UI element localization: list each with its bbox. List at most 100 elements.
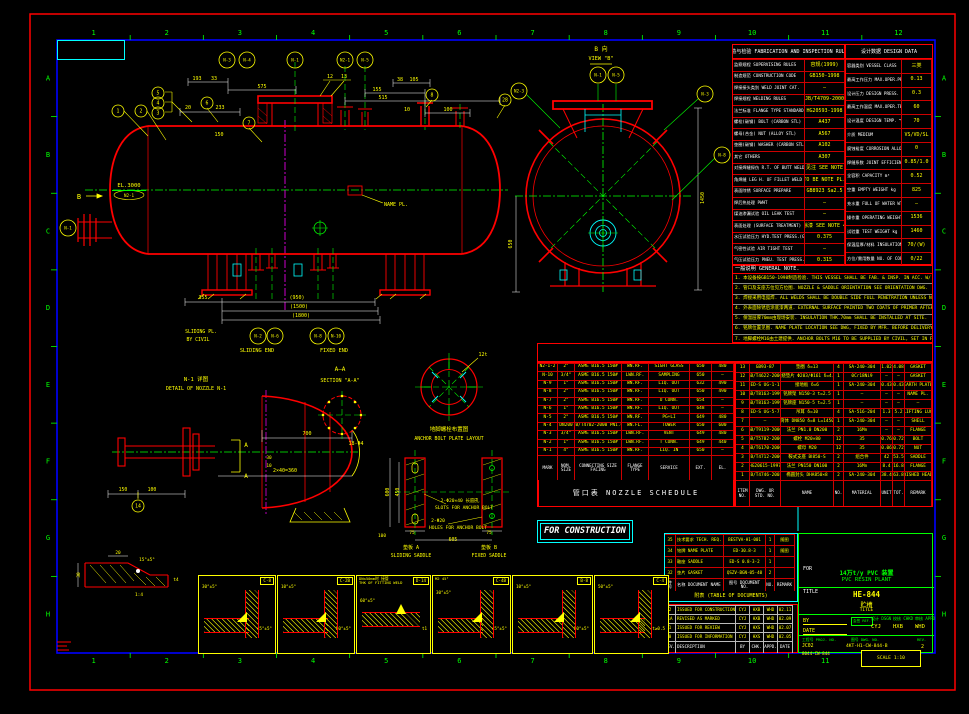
table-cell: ASME B16.5 150# xyxy=(575,413,622,422)
balloon-callout: N-6 xyxy=(266,327,284,345)
table-cell: GB93-87 xyxy=(750,363,781,372)
zone-label: 4 xyxy=(311,657,315,665)
table-cell: — xyxy=(805,197,845,209)
proj-no-value: JC02 xyxy=(802,644,814,649)
table-cell: 对接焊缝探伤 R.T. OF BUTT WELD xyxy=(733,162,805,174)
table-cell: 吊耳 δ=10 xyxy=(781,408,834,417)
annotation-text: N-1 详图 xyxy=(184,375,209,383)
table-cell: WN.RF. xyxy=(622,396,649,405)
table-row: 最高工作压力 MAX.OPER.PRESS. MPa(G)0.13 xyxy=(846,72,932,87)
table-cell: 53.5 xyxy=(893,453,905,462)
parts-header-total-wt: TOT. xyxy=(893,480,905,506)
table-cell: GB/T8163-1999 xyxy=(750,399,781,408)
table-cell: ISSUED FOR REVIEW xyxy=(676,623,736,632)
balloon-callout: N-3 xyxy=(218,51,236,69)
zone-label: C xyxy=(942,228,946,236)
table-cell: BOLT xyxy=(905,435,932,444)
table-cell: 2 xyxy=(834,453,844,462)
balloon-callout: 5 xyxy=(151,86,165,100)
balloon-callout: N-10 xyxy=(327,327,345,345)
table-cell: LWN.RF. xyxy=(622,371,649,380)
table-cell: 11 xyxy=(736,381,750,390)
table-cell: 632 xyxy=(690,379,712,389)
table-cell: 1 xyxy=(736,471,750,480)
table-cell: 0.85/1.0 xyxy=(902,155,932,170)
dwg-no-label: 图号 DWG. NO. xyxy=(851,637,880,642)
rev-header-chk: CHK. xyxy=(750,641,764,653)
table-cell: 34 xyxy=(665,545,676,556)
table-cell: WN.FL. xyxy=(622,421,649,431)
zone-label: E xyxy=(46,381,50,389)
table-cell: 1 xyxy=(834,417,844,426)
table-cell: 1 xyxy=(834,390,844,399)
weld-angle: 45°±5° xyxy=(491,626,507,631)
table-cell: 60 xyxy=(902,100,932,115)
table-cell: 16Mn xyxy=(844,426,881,435)
table-cell: CYJ xyxy=(736,632,750,641)
table-cell: LIQ. OUT xyxy=(649,379,690,389)
zone-label: 1 xyxy=(91,657,95,665)
table-cell: 02.09 xyxy=(778,614,793,623)
rev-header-date: DATE xyxy=(778,641,793,653)
table-cell: 649 xyxy=(690,413,712,422)
annotation-text: EL.3000 xyxy=(117,183,140,189)
table-cell: 13 xyxy=(736,363,750,372)
table-cell: HXB xyxy=(750,605,764,614)
annotation-text: 515 xyxy=(378,95,387,101)
table-cell xyxy=(775,567,795,578)
table-cell: 650 xyxy=(690,446,712,456)
dwg-no-value: 4KT-H1-CW-844-B xyxy=(846,644,888,649)
table-cell: 涂漆 SEE NOTE 4 xyxy=(805,220,845,232)
table-cell: 1.02 xyxy=(881,363,893,372)
table-cell: 0.315 xyxy=(805,254,845,266)
table-cell: — xyxy=(902,196,932,211)
designer-role: 设计 DSGN xyxy=(871,616,892,621)
note-item: 2. 管口及支座方位见方位图. NOZZLE & SADDLE ORIENTAT… xyxy=(733,284,932,295)
table-cell: 焊接规程 WELDING RULES xyxy=(733,93,805,105)
table-cell: 8 xyxy=(736,408,750,417)
table-cell xyxy=(775,556,795,567)
design-data-header: 设计数据 DESIGN DATA xyxy=(846,45,932,59)
table-row: 腐蚀裕度 CORROSION ALLOWANCE mm0 xyxy=(846,141,932,156)
table-cell: LIQ. OUT xyxy=(649,388,690,397)
table-cell: 480 xyxy=(712,363,734,372)
zone-label: G xyxy=(46,534,50,542)
table-cell: 70/(W) xyxy=(902,238,932,253)
table-cell: 垫片 GASKET xyxy=(676,567,724,578)
table-cell: 12 xyxy=(834,444,844,453)
table-cell: SA-516-204 xyxy=(844,408,881,417)
for-label: FOR xyxy=(803,566,813,572)
table-cell: 35 xyxy=(844,444,881,453)
col-header-ext: EXT. xyxy=(690,455,712,481)
annotation-text: 450 xyxy=(395,488,401,497)
svg-text:N2-3: N2-3 xyxy=(514,89,525,94)
table-cell: 38.4 xyxy=(881,471,893,480)
table-cell: 2 xyxy=(736,462,750,471)
annotation-text: 13 xyxy=(341,74,347,80)
annotation-text: HOLES FOR ANCHOR BOLT xyxy=(429,525,487,531)
table-cell: 气压试验压力 PNEU. TEST PRESS. xyxy=(733,254,805,266)
table-cell: HG20615-1997 xyxy=(750,462,781,471)
table-cell: LIQ. IN xyxy=(649,446,690,456)
table-cell: — xyxy=(805,82,845,94)
table-cell: 648 xyxy=(690,404,712,414)
table-cell: ED-S UG-5-7 xyxy=(750,408,781,417)
table-cell: 气密性试验 AIR TIGHT TEST xyxy=(733,243,805,255)
table-cell: 1536 xyxy=(902,210,932,225)
table-cell: 0.375 xyxy=(805,231,845,243)
table-cell: 10 xyxy=(736,390,750,399)
table-cell: SA-240-304 xyxy=(844,381,881,390)
svg-text:N-1: N-1 xyxy=(291,58,299,63)
